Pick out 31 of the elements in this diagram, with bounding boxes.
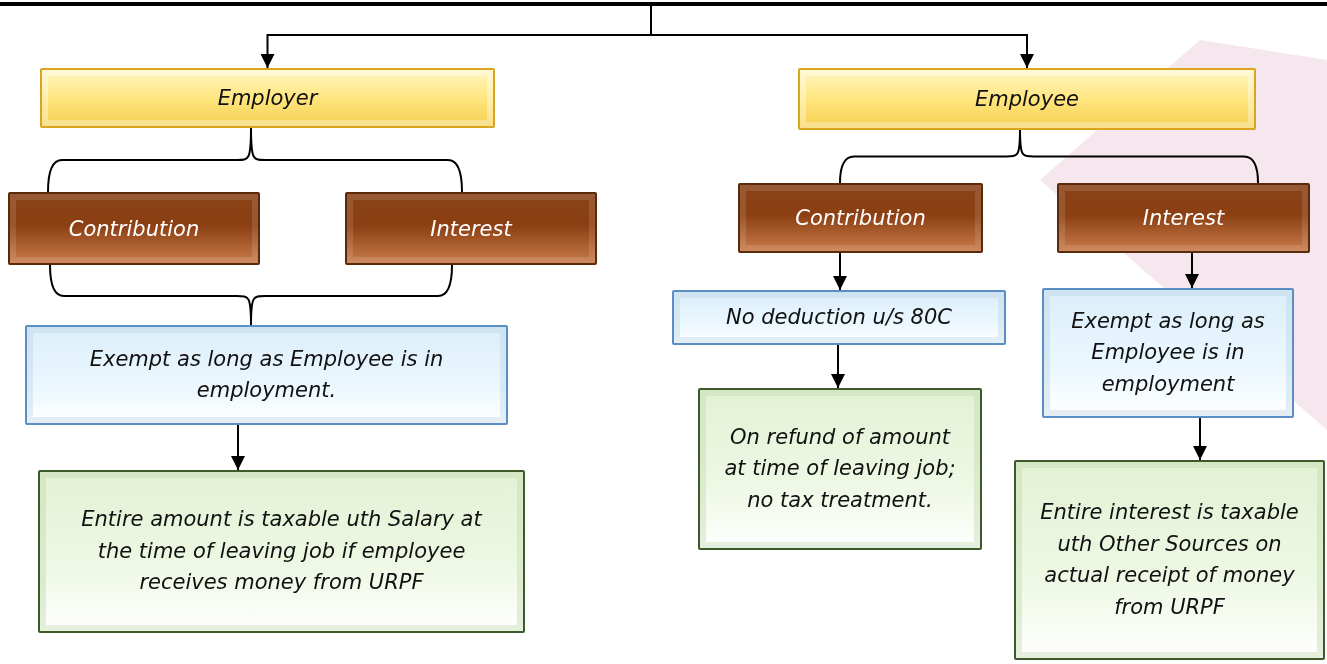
arrow xyxy=(231,424,245,471)
arrow xyxy=(833,252,847,291)
treatment-box xyxy=(25,325,508,425)
outcome-box xyxy=(1014,460,1325,660)
node-label: Employer xyxy=(217,86,318,110)
component-box xyxy=(345,192,597,265)
node-label: Entire amount is taxable uth Salary at the time of leaving job if employee receives money from URPF xyxy=(80,506,484,597)
node-label: No deduction u/s 80C xyxy=(726,303,952,331)
node-label: Employee xyxy=(975,87,1079,111)
component-box xyxy=(8,192,260,265)
node-label: Contribution xyxy=(795,206,926,230)
arrow xyxy=(1185,252,1199,289)
arrow xyxy=(1193,417,1207,461)
brace-connector xyxy=(1019,129,1259,184)
arrow xyxy=(831,344,845,389)
component-box xyxy=(738,183,983,253)
brace-connector xyxy=(250,264,453,326)
category-box xyxy=(798,68,1256,130)
node-label: Contribution xyxy=(68,216,200,241)
node-label: Interest xyxy=(430,216,512,241)
treatment-box xyxy=(1042,288,1294,418)
node-label: Exempt as long as Employee is in employment xyxy=(1070,307,1266,398)
node-label: Exempt as long as Employee is in employment. xyxy=(88,345,445,404)
node-label: Interest xyxy=(1142,206,1225,230)
node-label: On refund of amount at time of leaving job; no tax treatment. xyxy=(723,423,957,514)
node-label: Entire interest is taxable uth Other Sources on actual receipt of money from URPF xyxy=(1039,499,1300,621)
category-box xyxy=(40,68,495,128)
treatment-box xyxy=(672,290,1006,345)
outcome-box xyxy=(38,470,525,633)
outcome-box xyxy=(698,388,982,550)
component-box xyxy=(1057,183,1310,253)
